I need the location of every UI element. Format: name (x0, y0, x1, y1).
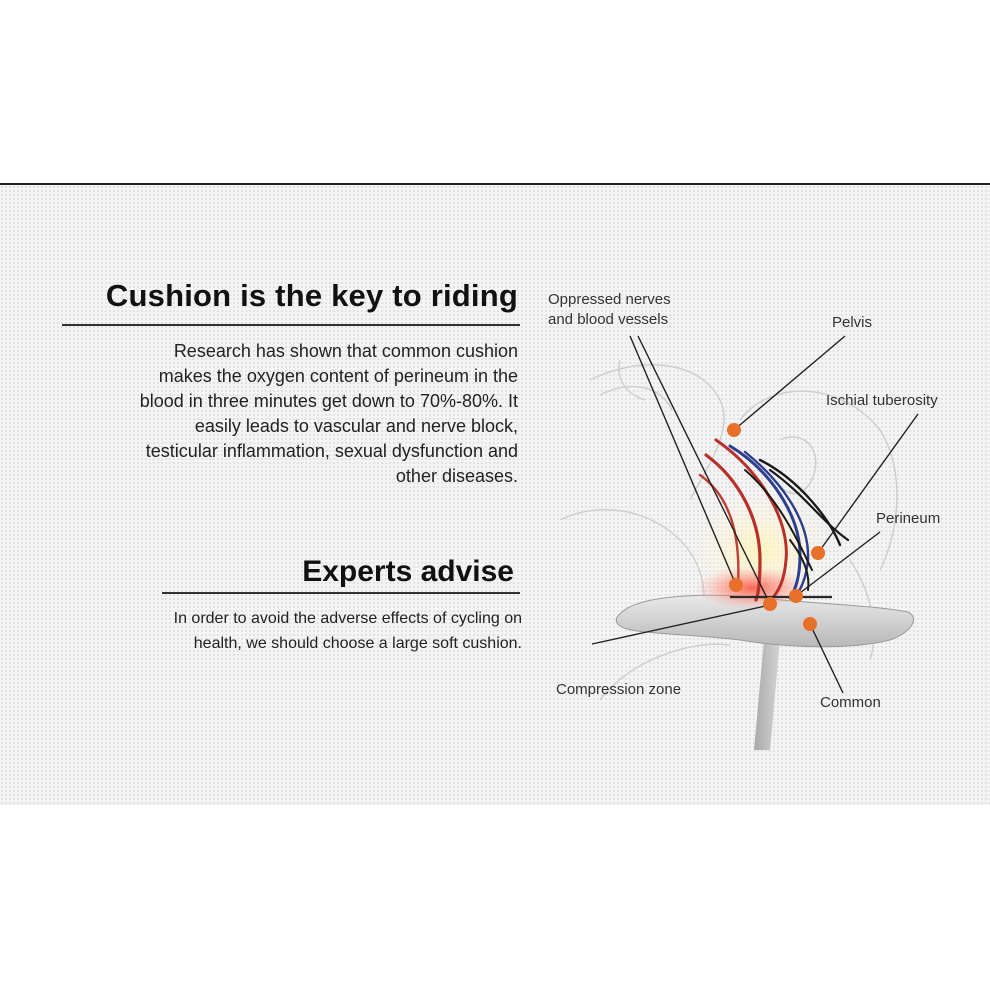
label-oppressed-line2: and blood vessels (548, 311, 669, 328)
advice-line: In order to avoid the adverse effects of… (173, 610, 522, 627)
experts-underline (162, 592, 520, 594)
label-ischial-tuberosity: Ischial tuberosity (826, 392, 938, 409)
marker-compression (763, 597, 777, 611)
markers (727, 423, 825, 631)
label-pelvis: Pelvis (832, 314, 873, 331)
marker-oppressed (729, 578, 743, 592)
research-paragraph: Research has shown that common cushion m… (30, 339, 518, 489)
advice-line: health, we should choose a large soft cu… (193, 635, 522, 652)
label-oppressed-line1: Oppressed nerves (548, 291, 671, 308)
title-underline (62, 324, 520, 326)
page-title: Cushion is the key to riding (105, 278, 518, 313)
research-line: other diseases. (395, 466, 518, 486)
marker-common (803, 617, 817, 631)
advice-paragraph: In order to avoid the adverse effects of… (60, 606, 522, 656)
leader-lines (591, 335, 919, 694)
research-line: easily leads to vascular and nerve block… (194, 416, 518, 436)
experts-heading: Experts advise (302, 555, 514, 588)
marker-ischial (811, 546, 825, 560)
label-common: Common (820, 694, 881, 711)
marker-perineum (789, 589, 803, 603)
research-line: testicular inflammation, sexual dysfunct… (145, 441, 518, 461)
compression-heat (694, 566, 810, 610)
research-line: blood in three minutes get down to 70%-8… (139, 391, 518, 411)
label-perineum: Perineum (876, 510, 941, 527)
background-panel (0, 183, 990, 805)
seat-post (754, 640, 780, 750)
marker-pelvis (727, 423, 741, 437)
research-line: makes the oxygen content of perineum in … (158, 366, 518, 386)
research-line: Research has shown that common cushion (173, 341, 518, 361)
label-compression-zone: Compression zone (556, 681, 682, 698)
